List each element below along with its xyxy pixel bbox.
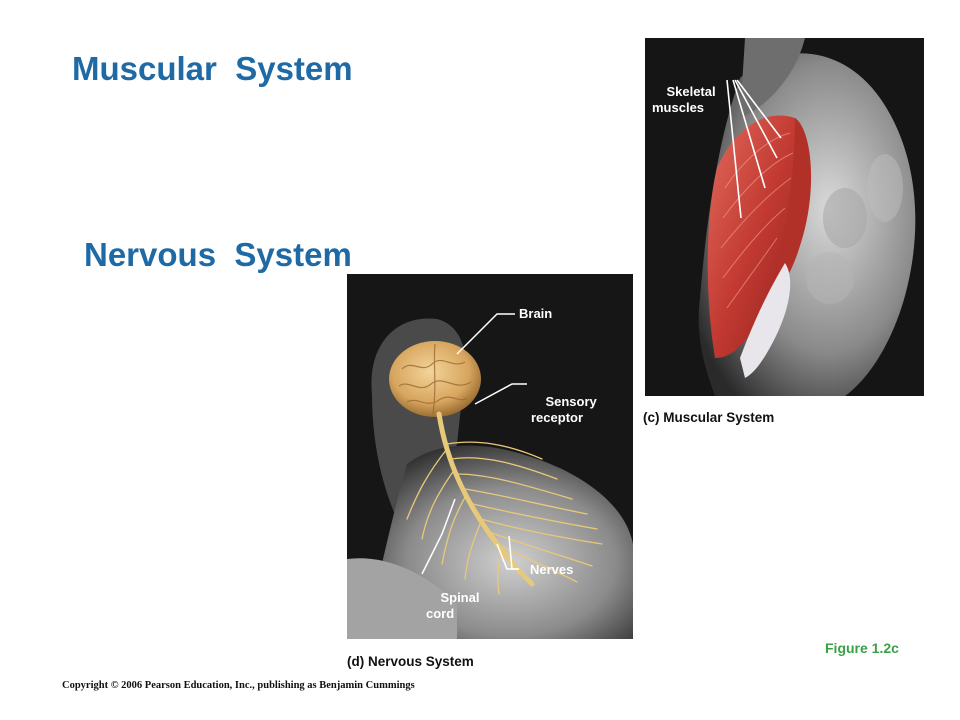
label-brain: Brain	[519, 306, 553, 321]
caption-muscular-system: (c) Muscular System	[643, 410, 775, 425]
caption-nervous-system: (d) Nervous System	[347, 654, 474, 669]
nervous-illustration	[347, 313, 633, 639]
muscular-illustration	[698, 38, 916, 396]
label-nerves: Nerves	[530, 562, 574, 577]
slide-title-nervous-system: Nervous System	[84, 236, 352, 273]
figure-number-label: Figure 1.2c	[825, 640, 899, 656]
copyright-notice: Copyright © 2006 Pearson Education, Inc.…	[62, 680, 415, 691]
slide-title-muscular-system: Muscular System	[72, 50, 353, 87]
